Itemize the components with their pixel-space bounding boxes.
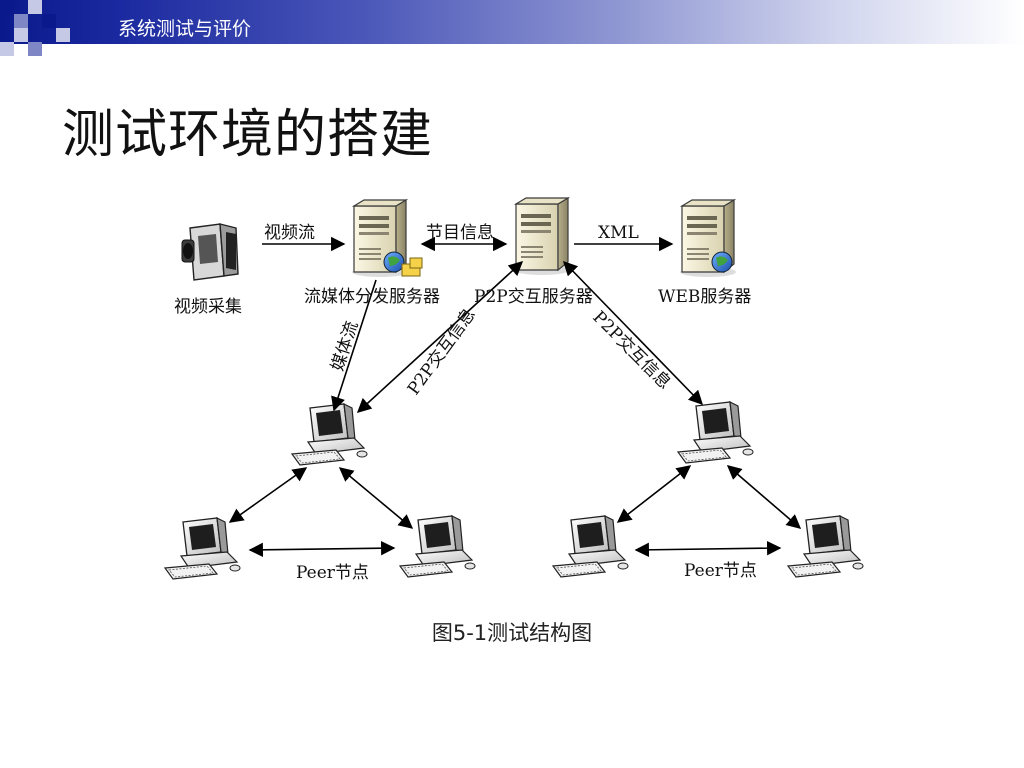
decor-square [0, 42, 14, 56]
label-streaming-server: 流媒体分发服务器 [304, 287, 440, 307]
decor-square [0, 0, 14, 14]
decor-square [28, 42, 42, 56]
peer-computer-icon [787, 515, 864, 578]
label-media-stream: 媒体流 [328, 319, 363, 374]
peer-computer-icon [677, 401, 754, 464]
label-camera: 视频采集 [174, 297, 242, 317]
decor-square [42, 14, 56, 28]
edge-peer [228, 467, 308, 523]
label-peer-left: Peer节点 [296, 563, 369, 583]
streaming-server-icon [351, 199, 423, 278]
label-peer-right: Peer节点 [684, 561, 757, 581]
edge-peer [338, 467, 414, 529]
label-video-stream: 视频流 [264, 223, 315, 243]
decor-square [14, 28, 28, 42]
peer-computer-icon [552, 515, 629, 578]
p2p-server-icon [513, 197, 571, 276]
figure-caption: 图5-1测试结构图 [431, 621, 593, 645]
edge-peer [248, 540, 396, 558]
header-title: 系统测试与评价 [118, 18, 252, 40]
label-p2p-server: P2P交互服务器 [474, 287, 593, 307]
label-program-info: 节目信息 [426, 223, 494, 243]
edge-p2p-info-left [356, 261, 524, 413]
label-p2p-info-right: P2P交互信息 [588, 307, 674, 393]
label-p2p-info-left: P2P交互信息 [404, 305, 480, 399]
peer-computer-icon [164, 517, 241, 580]
peer-computer-icon [291, 403, 368, 466]
decor-square [56, 28, 70, 42]
label-xml: XML [598, 223, 639, 243]
web-server-icon [679, 199, 737, 278]
edge-p2p-info-right [562, 260, 704, 406]
decor-square [28, 0, 42, 14]
header-bar [0, 0, 1024, 44]
edge-peer [634, 540, 782, 558]
decor-square [14, 14, 28, 28]
video-camera-icon [181, 223, 239, 281]
edge-peer [616, 465, 692, 523]
edge-peer [726, 465, 802, 529]
label-web-server: WEB服务器 [658, 287, 751, 307]
peer-computer-icon [399, 515, 476, 578]
page-title: 测试环境的搭建 [62, 105, 434, 165]
